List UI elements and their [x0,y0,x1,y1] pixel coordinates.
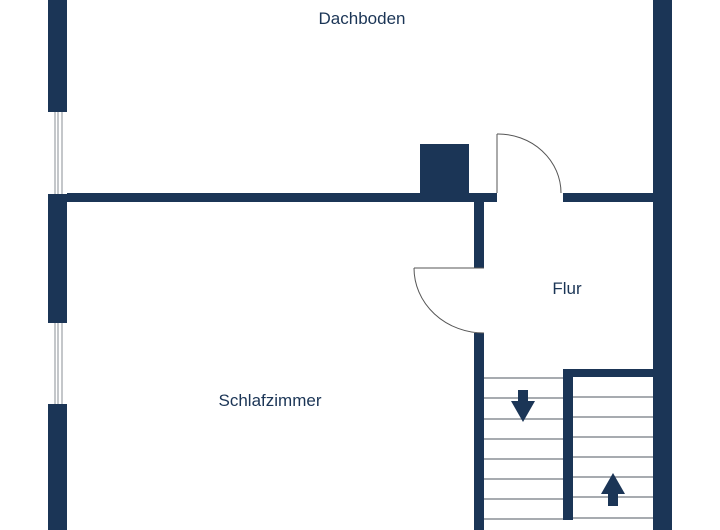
arrow-down-icon [511,390,535,422]
door-bedroom[interactable] [413,267,485,334]
attic-wall-left [67,193,497,202]
right-wall [653,0,672,530]
door-attic[interactable] [496,133,562,194]
hall-wall-upper [474,202,484,268]
stair-top-wall [563,369,653,377]
room-label-attic: Dachboden [318,9,406,28]
room-label-bedroom: Schlafzimmer [218,391,322,410]
left-wall-middle [48,194,67,323]
hall-wall-lower [474,333,484,530]
stair-divider-wall [563,369,573,520]
arrow-up-icon [601,473,625,506]
attic-wall-right [563,193,653,202]
window-upper [54,112,63,194]
chimney [420,144,469,193]
stairs-down-flight [484,377,563,520]
room-label-hallway: Flur [552,279,582,298]
left-wall-top [48,0,67,112]
left-wall-bottom [48,404,67,530]
window-lower [54,323,63,404]
